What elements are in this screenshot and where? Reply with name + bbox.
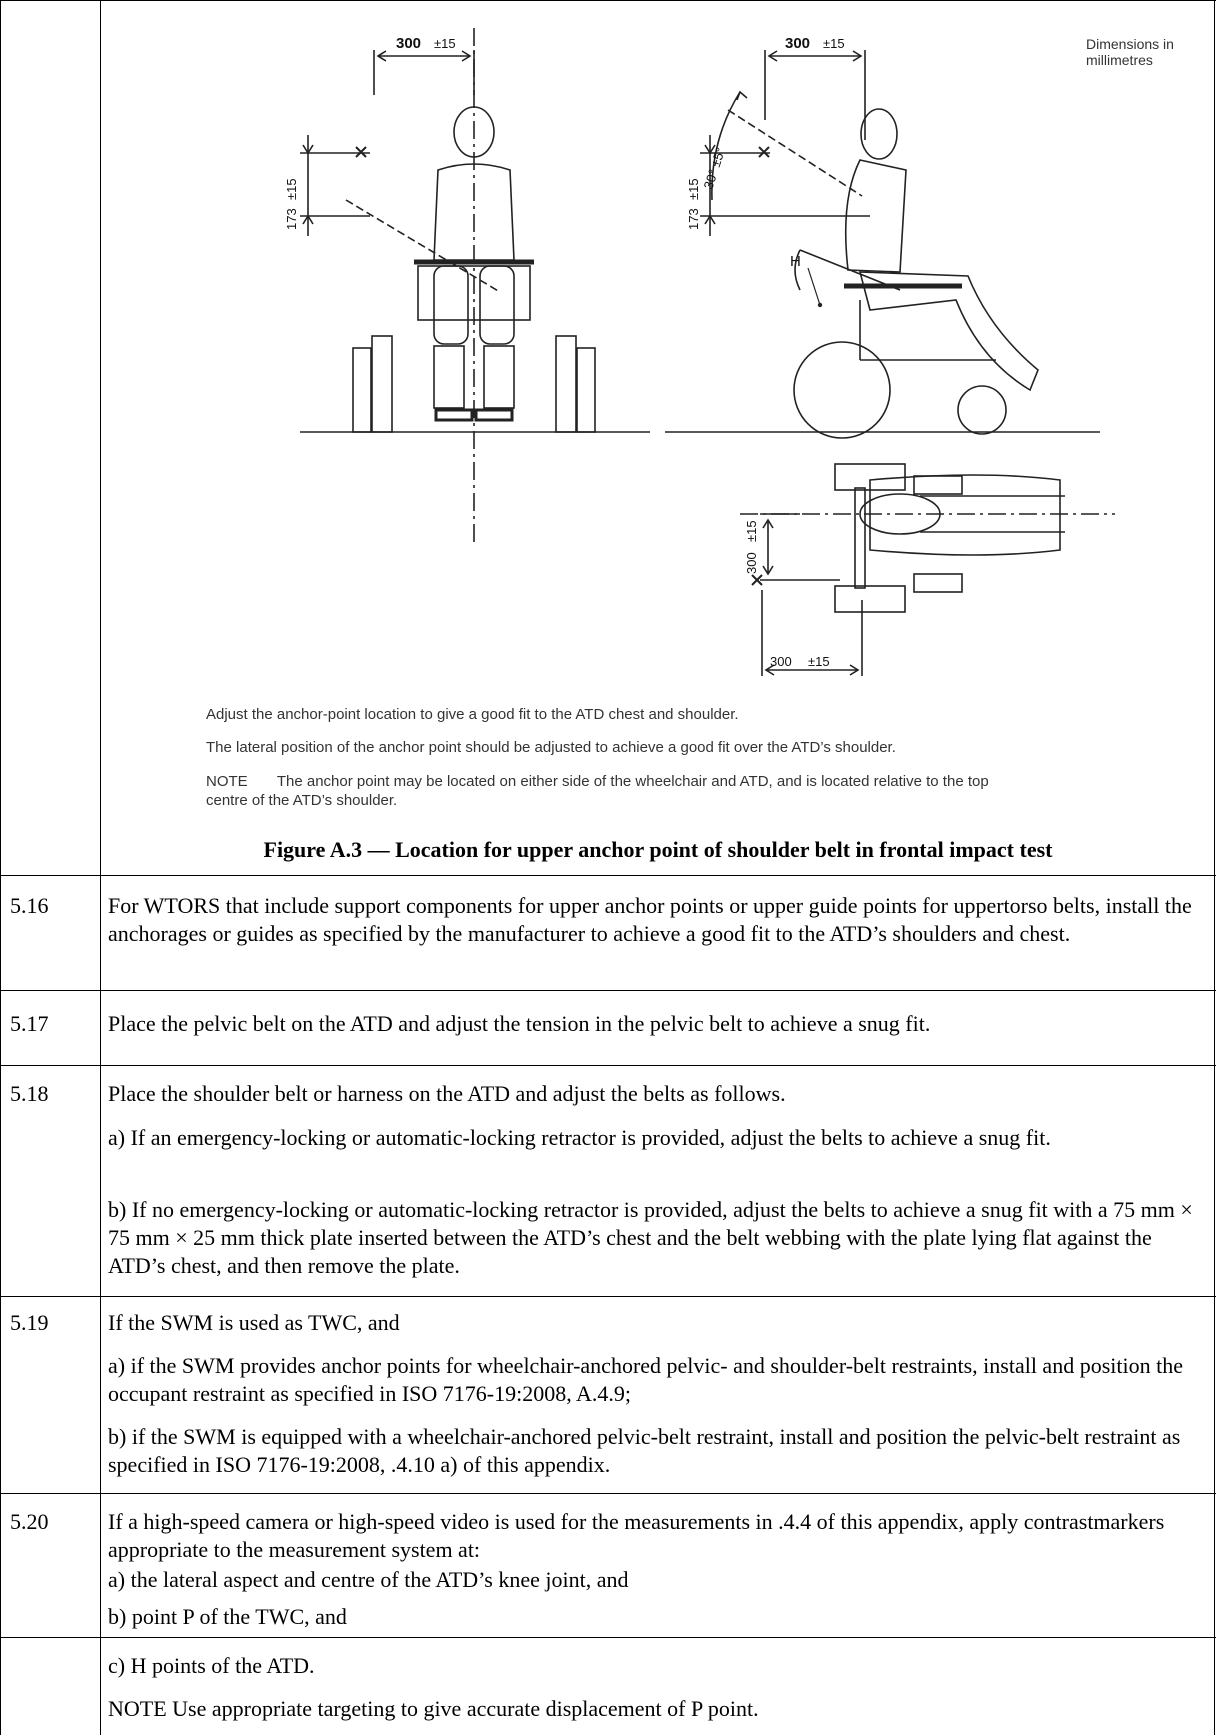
clause-text: a) the lateral aspect and centre of the … <box>108 1567 629 1592</box>
angle-arc <box>711 91 741 201</box>
table-border-right <box>1214 0 1215 1735</box>
top-fore-aft-tolerance: ±15 <box>808 654 830 669</box>
note-label: NOTE <box>206 773 248 790</box>
figure-panel: 300 ±15 300 ±15 173 ±15 173 ±15 30° ±5° … <box>100 0 1216 875</box>
front-height-value: 173 <box>284 208 299 230</box>
figure-note-3: NOTE The anchor point may be located on … <box>206 772 1136 810</box>
dimensions-unit-label: Dimensions in millimetres <box>1086 36 1174 68</box>
h-point-label: H <box>790 253 801 270</box>
clause-text: b) point P of the TWC, and <box>108 1604 347 1629</box>
atd-head-side <box>860 108 898 160</box>
top-fore-aft-value: 300 <box>770 654 792 669</box>
row-divider <box>0 1065 1216 1066</box>
figure-a3-drawing: 300 ±15 300 ±15 173 ±15 173 ±15 30° ±5° … <box>284 28 1115 676</box>
clause-text: b) If no emergency-locking or automatic-… <box>108 1197 1193 1278</box>
atd-head <box>453 106 495 158</box>
clause-number: 5.18 <box>10 1081 49 1106</box>
clause-number: 5.20 <box>10 1509 49 1534</box>
atd-torso-side <box>844 159 907 273</box>
row-divider <box>0 1637 1216 1638</box>
row-divider <box>0 990 1216 991</box>
clause-text: a) If an emergency-locking or automatic-… <box>108 1125 1051 1150</box>
clause-number: 5.19 <box>10 1310 49 1335</box>
clause-number: 5.17 <box>10 1011 49 1036</box>
front-wheel-right <box>576 347 596 433</box>
side-width-tolerance: ±15 <box>823 36 845 51</box>
clause-text: Place the shoulder belt or harness on th… <box>108 1081 786 1106</box>
caster-wheel <box>957 385 1007 435</box>
front-width-tolerance: ±15 <box>434 36 456 51</box>
rear-wheel <box>793 341 891 439</box>
clause-text: c) H points of the ATD. <box>108 1653 315 1678</box>
clause-text: If a high-speed camera or high-speed vid… <box>108 1509 1165 1562</box>
side-height-tolerance: ±15 <box>686 178 701 200</box>
column-divider <box>100 0 101 1735</box>
figure-note-1: Adjust the anchor-point location to give… <box>206 706 739 723</box>
clause-text: For WTORS that include support component… <box>108 893 1192 946</box>
figure-caption: Figure A.3 — Location for upper anchor p… <box>263 837 1053 862</box>
clause-text: Place the pelvic belt on the ATD and adj… <box>108 1011 931 1036</box>
table-border-top <box>0 0 1216 1</box>
front-width-value: 300 <box>396 35 421 52</box>
front-wheel-left <box>352 347 372 433</box>
clause-text: b) if the SWM is equipped with a wheelch… <box>108 1424 1181 1477</box>
figure-note-2: The lateral position of the anchor point… <box>206 739 896 756</box>
atd-torso <box>433 163 515 261</box>
row-divider <box>0 1296 1216 1297</box>
clause-text: If the SWM is used as TWC, and <box>108 1310 400 1335</box>
top-wheel-lower <box>834 585 906 613</box>
note-text: The anchor point may be located on eithe… <box>276 773 989 790</box>
front-height-tolerance: ±15 <box>284 178 299 200</box>
top-lateral-value: 300 <box>744 552 759 574</box>
top-lateral-tolerance: ±15 <box>744 520 759 542</box>
side-width-value: 300 <box>785 35 810 52</box>
row-divider <box>0 1493 1216 1494</box>
side-height-value: 173 <box>686 208 701 230</box>
row-divider <box>0 875 1216 876</box>
table-border-left <box>0 0 1 1735</box>
atd-head-top <box>859 493 941 535</box>
note-text-continued: centre of the ATD’s shoulder. <box>206 792 398 809</box>
clause-note: NOTE Use appropriate targeting to give a… <box>108 1696 759 1721</box>
clause-text: a) if the SWM provides anchor points for… <box>108 1353 1183 1406</box>
clause-number: 5.16 <box>10 893 49 918</box>
